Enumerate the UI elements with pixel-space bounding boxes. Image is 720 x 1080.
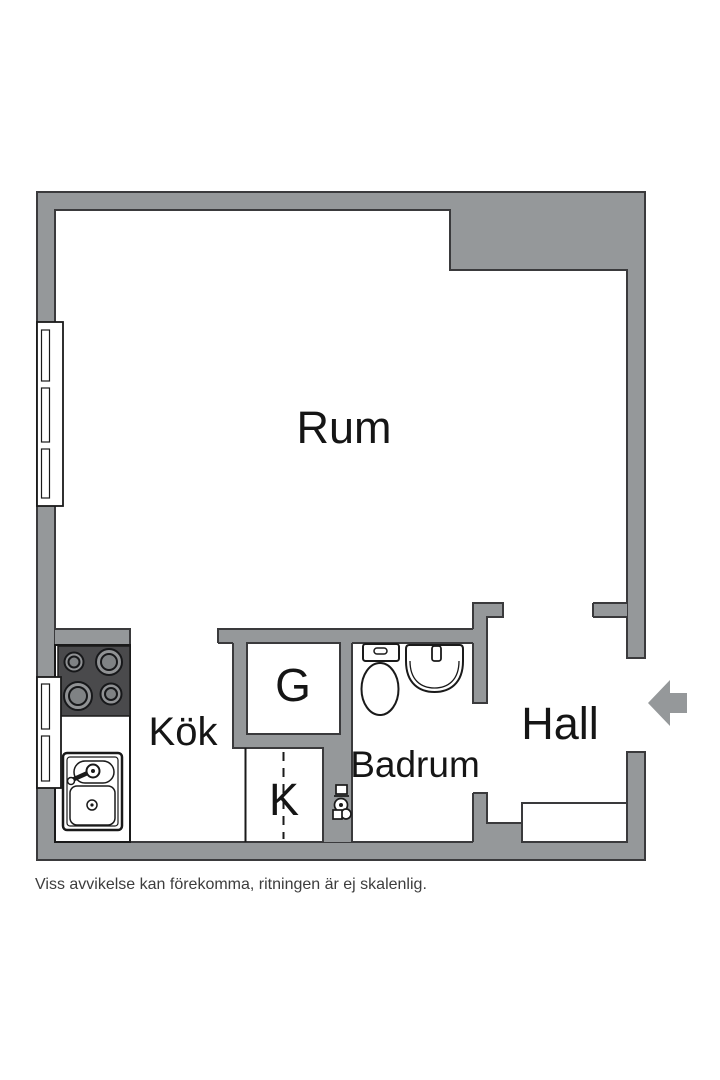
- room-label-hall: Hall: [521, 698, 599, 749]
- entrance-arrow-icon: [648, 680, 687, 726]
- toilet-icon: [360, 643, 400, 716]
- room-label-rum: Rum: [296, 402, 391, 453]
- closet-g-interior: [246, 642, 341, 735]
- interior-wall-outlines: [55, 602, 646, 842]
- room-label-badrum: Badrum: [350, 744, 480, 785]
- room-label-g: G: [275, 659, 311, 711]
- entrance-opening: [623, 658, 649, 752]
- disclaimer-text: Viss avvikelse kan förekomma, ritningen …: [35, 876, 427, 893]
- room-label-k: K: [269, 774, 299, 825]
- radiator-icon: [332, 784, 352, 820]
- hall-niche: [521, 802, 628, 843]
- window-icon-upper: [36, 321, 64, 507]
- washbasin-icon: [405, 644, 464, 694]
- window-icon-lower: [36, 676, 62, 789]
- stove-icon: [57, 645, 131, 717]
- kitchen-sink-icon: [61, 751, 124, 832]
- room-label-kok: Kök: [149, 710, 219, 754]
- interior-walls: [55, 603, 627, 844]
